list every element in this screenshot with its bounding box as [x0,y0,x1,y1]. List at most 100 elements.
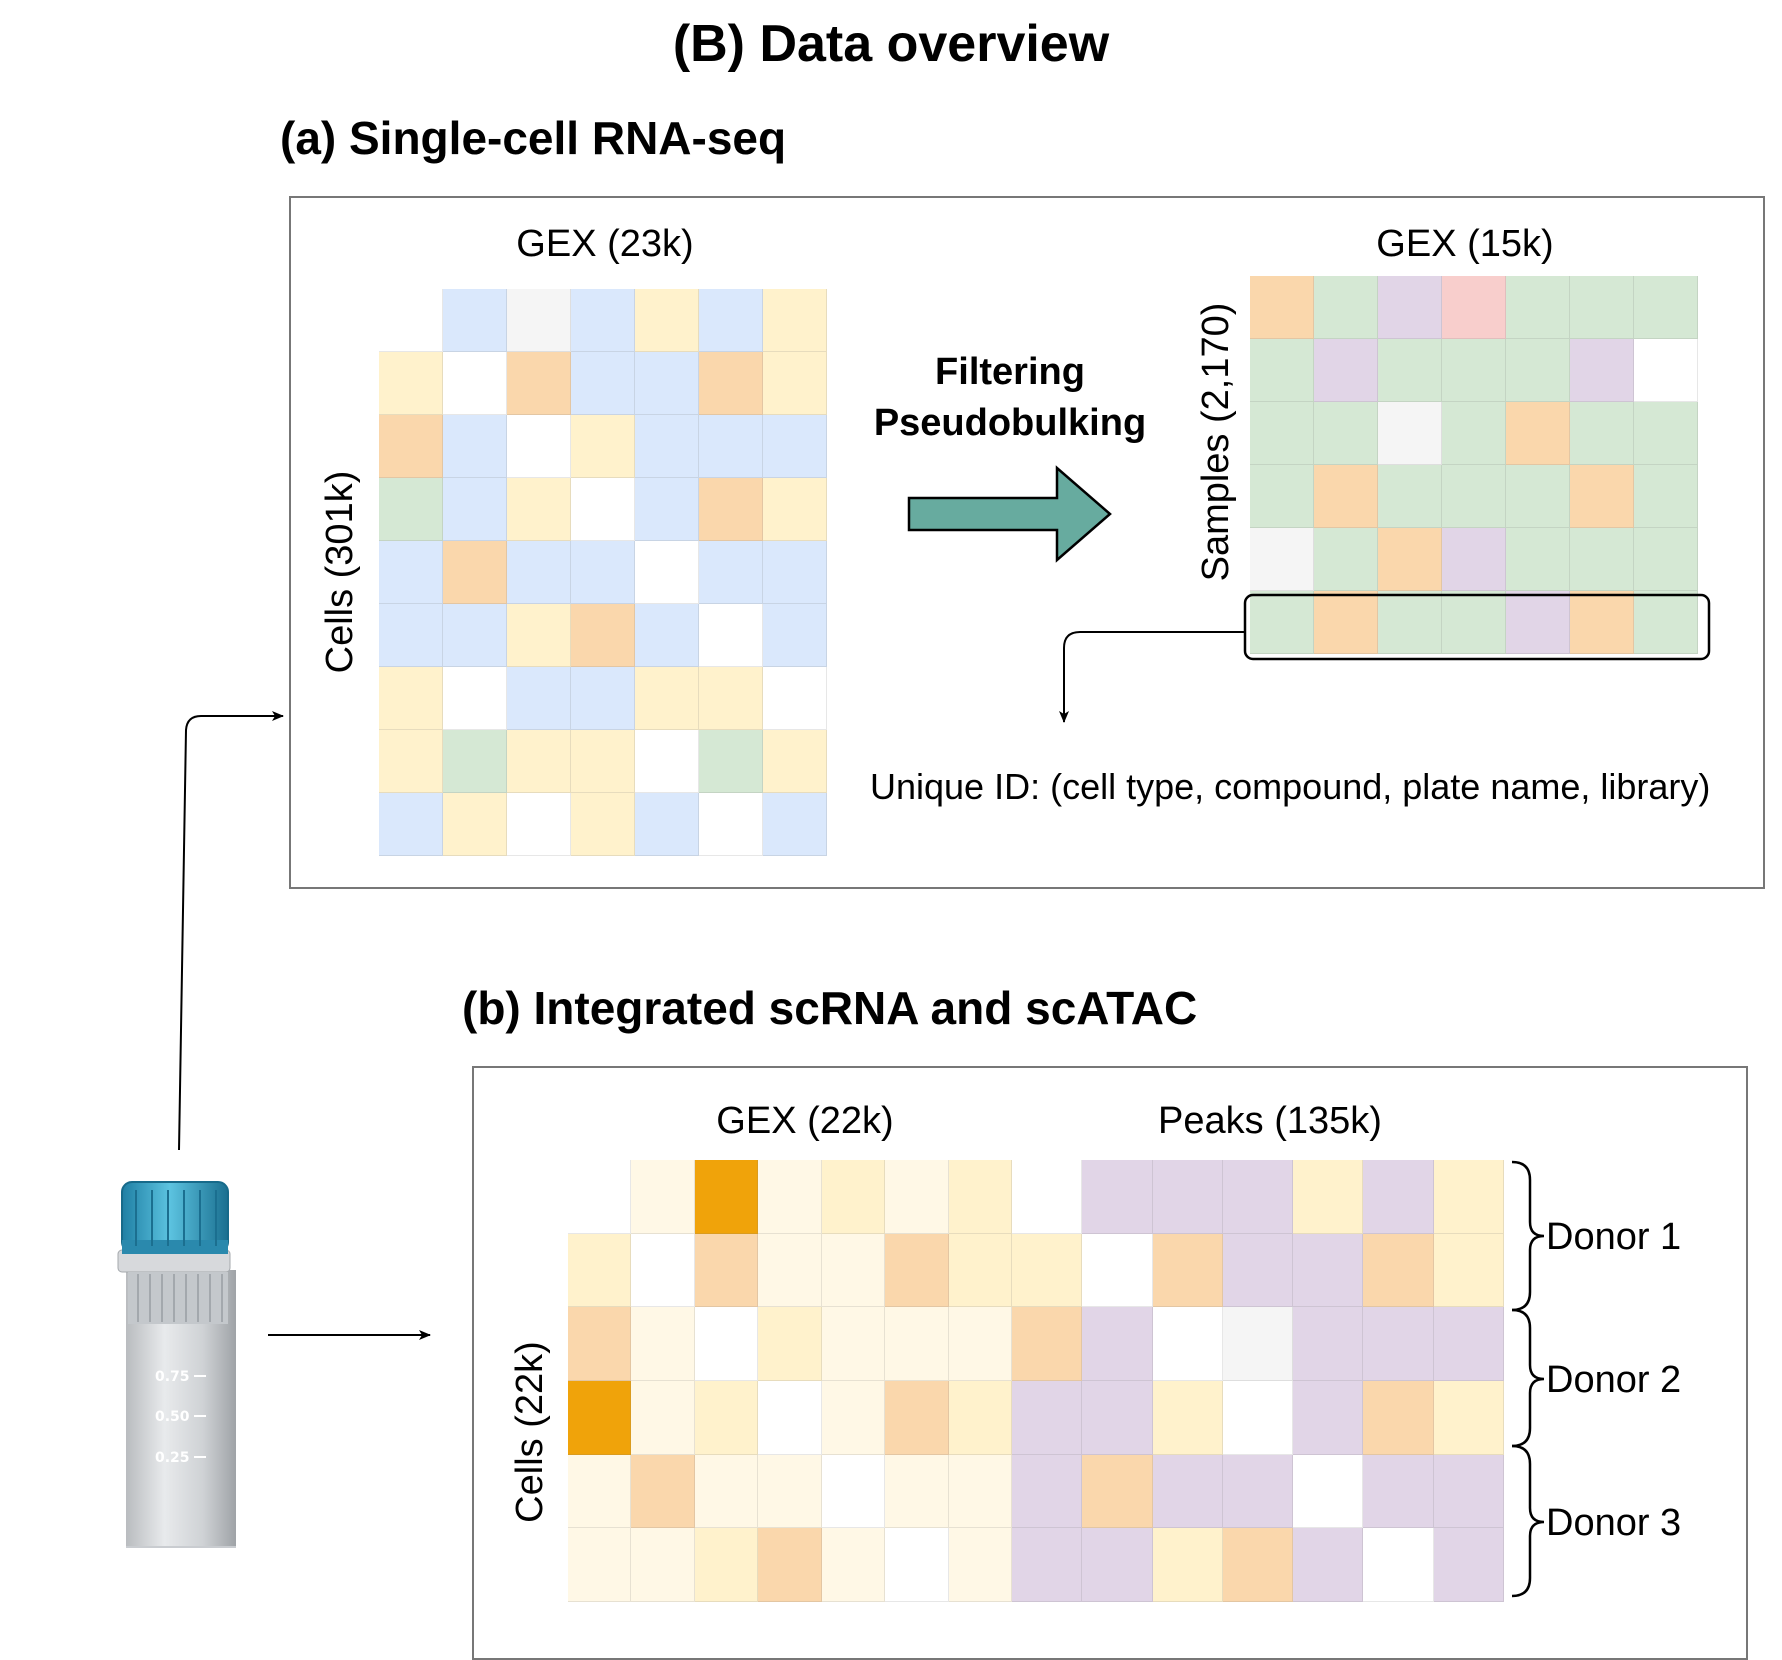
peaks-matrix-cell [1293,1528,1364,1602]
right-matrix-cell [1250,276,1314,339]
left-matrix-cell [507,415,571,478]
right-matrix-cell [1570,339,1634,402]
gex-matrix-cell [694,1307,759,1381]
peaks-matrix-cell [1152,1307,1223,1381]
gex-matrix-cell [821,1528,886,1602]
peaks-matrix-cell [1433,1307,1504,1381]
process-arrow [907,465,1112,563]
peaks-matrix-cell [1363,1528,1434,1602]
peaks-matrix-cell [1222,1160,1294,1234]
left-matrix-cell [507,478,571,541]
gex-label: GEX (22k) [716,1100,894,1142]
peaks-matrix-cell [1433,1160,1504,1234]
right-matrix-cell [1570,465,1634,528]
right-matrix-cell [1314,591,1378,654]
left-matrix-cell [635,667,699,730]
right-matrix-cell [1378,276,1442,339]
gex-matrix-cell [568,1528,632,1602]
left-matrix-cell [763,604,827,667]
section-a-panel [289,196,1765,889]
gex-matrix-cell [885,1160,949,1234]
left-matrix-cell [635,730,699,793]
left-matrix-cell [379,730,443,793]
right-matrix-cell [1442,276,1506,339]
peaks-label: Peaks (135k) [1158,1100,1382,1142]
left-matrix-cell [507,667,571,730]
peaks-matrix-cell [1082,1380,1153,1455]
peaks-matrix-cell [1363,1160,1434,1234]
gex-matrix-cell [821,1233,886,1308]
left-matrix-cell [443,604,507,667]
gex-matrix-cell [631,1528,695,1602]
step-label-pseudobulking: Pseudobulking [873,402,1147,444]
left-matrix-cell [571,541,635,604]
right-matrix-cell [1634,402,1698,465]
left-matrix-cell [379,352,443,415]
left-matrix-cell [379,793,443,856]
peaks-matrix-cell [1012,1160,1083,1234]
left-matrix-cell [443,415,507,478]
right-matrix-cell [1634,591,1698,654]
right-matrix-cell [1506,276,1570,339]
gex-matrix-cell [568,1307,632,1381]
peaks-matrix-cell [1433,1454,1504,1529]
left-matrix-cell [635,541,699,604]
sample-tube-icon: 0.75 0.50 0.25 [117,1181,236,1548]
gex-matrix-cell [568,1454,632,1529]
right-matrix-cell [1506,528,1570,591]
left-matrix-cell [379,478,443,541]
left-matrix-cell [699,478,763,541]
gex-matrix-cell [568,1160,632,1234]
gex-matrix-cell [758,1307,822,1381]
peaks-matrix-cell [1152,1233,1223,1308]
right-matrix-cell [1378,528,1442,591]
right-matrix-cell [1378,591,1442,654]
left-matrix-cell [379,667,443,730]
peaks-matrix-cell [1082,1528,1153,1602]
left-matrix-cell [507,352,571,415]
right-matrix-cell [1314,528,1378,591]
left-matrix-cell [635,289,699,352]
right-matrix-cell [1506,339,1570,402]
left-matrix-cell [443,478,507,541]
right-matrix-cell [1442,528,1506,591]
donor-1-brace-icon [1511,1160,1545,1312]
right-matrix-cell [1378,339,1442,402]
right-matrix-cell [1506,465,1570,528]
gex-matrix-cell [758,1160,822,1234]
right-matrix-cell [1250,402,1314,465]
peaks-matrix-grid [1012,1160,1504,1602]
gex-matrix-cell [948,1160,1012,1234]
left-matrix-cell [379,415,443,478]
right-matrix-cell [1250,528,1314,591]
left-matrix-cell [763,478,827,541]
gex-matrix-cell [758,1454,822,1529]
left-matrix-cell [699,541,763,604]
peaks-matrix-cell [1012,1454,1083,1529]
right-matrix-grid [1250,276,1698,654]
right-matrix-cell [1378,402,1442,465]
right-matrix-col-label: GEX (15k) [1376,223,1554,265]
peaks-matrix-cell [1293,1454,1364,1529]
left-matrix-cell [379,604,443,667]
right-matrix-cell [1634,276,1698,339]
gex-matrix-cell [885,1307,949,1381]
right-matrix-cell [1250,339,1314,402]
left-matrix-cell [699,730,763,793]
left-matrix-cell [571,289,635,352]
left-matrix-cell [763,415,827,478]
peaks-matrix-cell [1293,1233,1364,1308]
left-matrix-cell [635,415,699,478]
gex-matrix-cell [821,1380,886,1455]
gex-matrix-cell [758,1380,822,1455]
right-matrix-cell [1442,591,1506,654]
left-matrix-cell [635,478,699,541]
figure-title: (B) Data overview [672,15,1110,73]
gex-matrix-cell [758,1233,822,1308]
right-matrix-cell [1634,528,1698,591]
peaks-matrix-cell [1152,1454,1223,1529]
right-matrix-cell [1506,591,1570,654]
gex-matrix-cell [631,1233,695,1308]
gex-matrix-cell [948,1307,1012,1381]
